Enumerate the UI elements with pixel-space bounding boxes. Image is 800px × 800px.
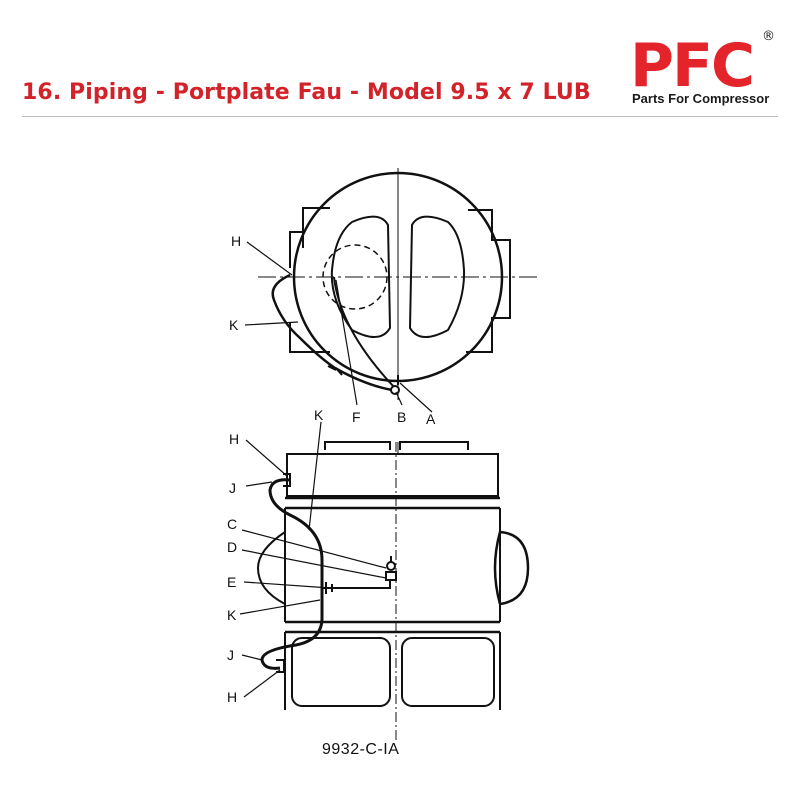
top-view-fitting-small [327, 365, 343, 376]
side-view-leaders [239, 421, 387, 698]
side-view-fitting-d [385, 571, 397, 581]
top-view-pipe-f [333, 276, 396, 389]
top-view-leaders [244, 241, 433, 413]
label-top-a: A [426, 411, 436, 427]
top-view-fitting-b [390, 385, 400, 395]
label-side-j-bottom: J [227, 647, 234, 663]
label-side-k-bottom: K [227, 607, 237, 623]
top-view-right-lug [466, 209, 511, 353]
label-side-j-top: J [229, 480, 236, 496]
side-view-elbow-top [283, 473, 291, 487]
label-side-d: D [227, 539, 237, 555]
label-side-h-bottom: H [227, 689, 237, 705]
label-top-h: H [231, 233, 241, 249]
header-divider [22, 116, 778, 117]
label-side-e: E [227, 574, 236, 590]
label-side-h-top: H [229, 431, 239, 447]
page-title: 16. Piping - Portplate Fau - Model 9.5 x… [22, 80, 591, 105]
drawing-number: 9932-C-IA [322, 741, 399, 758]
side-view-flange [285, 496, 500, 510]
side-view [239, 421, 530, 740]
registered-mark: ® [762, 29, 775, 44]
side-view-head [286, 441, 499, 497]
logo-tagline: Parts For Compressor [632, 91, 770, 106]
side-view-elbow-bottom [276, 659, 285, 673]
top-view [244, 168, 540, 413]
label-top-k: K [229, 317, 239, 333]
label-top-b: B [397, 409, 406, 425]
side-view-lower-port-right [401, 637, 495, 707]
top-view-right-port [408, 215, 466, 338]
label-side-c: C [227, 516, 237, 532]
side-view-right-boss [493, 530, 530, 606]
side-view-left-boss [256, 531, 286, 605]
label-top-f: F [352, 409, 361, 425]
side-view-lower-body [284, 632, 501, 710]
label-side-k-top: K [314, 407, 324, 423]
logo-mark: PFC [630, 31, 753, 101]
pfc-logo: PFC ® [630, 29, 775, 101]
side-view-lower-flange [285, 620, 500, 634]
side-view-fitting-c [386, 561, 396, 571]
side-view-lower-port-left [291, 637, 391, 707]
